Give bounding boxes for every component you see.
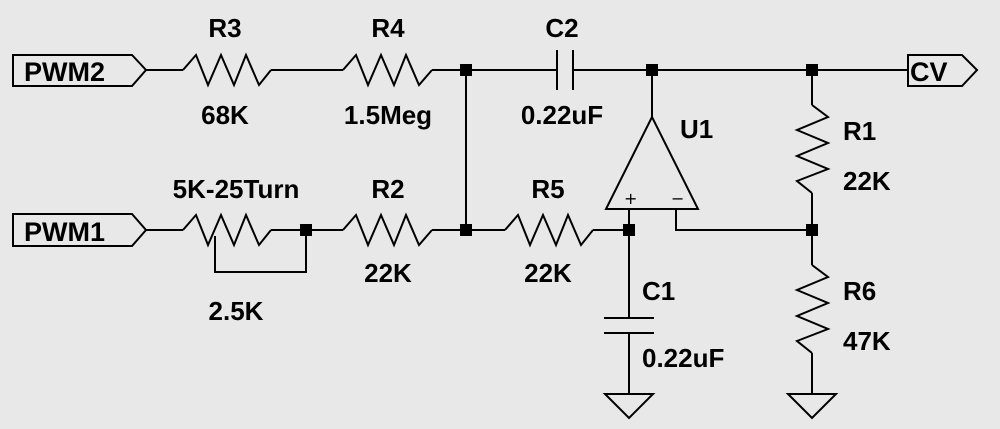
port-pwm1-label: PWM1 (24, 217, 105, 247)
junction-dot (806, 224, 818, 236)
resistor-r2: R2 22K (342, 174, 433, 288)
port-pwm2: PWM2 (12, 54, 148, 87)
junction-dot (646, 64, 658, 76)
capacitor-c2: C2 0.22uF (521, 13, 603, 130)
capacitor-c1: C1 0.22uF (604, 230, 724, 394)
r4-ref: R4 (371, 13, 405, 43)
r2-ref: R2 (371, 174, 404, 204)
port-cv-label: CV (910, 57, 948, 87)
r4-value: 1.5Meg (344, 100, 432, 130)
resistor-r3: R3 68K (182, 13, 272, 130)
pot-ref: 5K-25Turn (173, 174, 300, 204)
r2-value: 22K (364, 258, 412, 288)
r1-value: 22K (843, 166, 891, 196)
port-pwm1: PWM1 (12, 213, 148, 247)
port-cv: CV (907, 54, 979, 87)
resistor-r6: R6 47K (794, 230, 891, 394)
junction-dot (460, 64, 472, 76)
ground-r6-icon (785, 393, 839, 420)
c1-value: 0.22uF (642, 343, 724, 373)
r3-ref: R3 (208, 13, 241, 43)
c2-ref: C2 (545, 13, 578, 43)
c2-value: 0.22uF (521, 100, 603, 130)
junction-dot (623, 224, 635, 236)
ground-c1-icon (602, 393, 656, 420)
potentiometer-5k: 5K-25Turn 2.5K (173, 174, 307, 326)
resistor-r5: R5 22K (504, 174, 594, 288)
u1-plus-sign: + (624, 189, 637, 208)
r3-value: 68K (201, 100, 249, 130)
junction-dot (806, 64, 818, 76)
pot-value: 2.5K (209, 296, 264, 326)
c1-ref: C1 (642, 276, 675, 306)
port-pwm2-label: PWM2 (24, 57, 105, 87)
u1-ref: U1 (680, 114, 713, 144)
r5-value: 22K (524, 258, 572, 288)
resistor-r4: R4 1.5Meg (342, 13, 433, 130)
junction-dot (460, 224, 472, 236)
r6-value: 47K (843, 326, 891, 356)
r6-ref: R6 (843, 276, 876, 306)
u1-minus-sign: − (671, 189, 684, 208)
r5-ref: R5 (531, 174, 564, 204)
r1-ref: R1 (843, 116, 876, 146)
junction-dot (300, 224, 312, 236)
junctions (300, 64, 818, 236)
opamp-u1: + − U1 (604, 70, 812, 231)
resistor-r1: R1 22K (794, 70, 891, 230)
